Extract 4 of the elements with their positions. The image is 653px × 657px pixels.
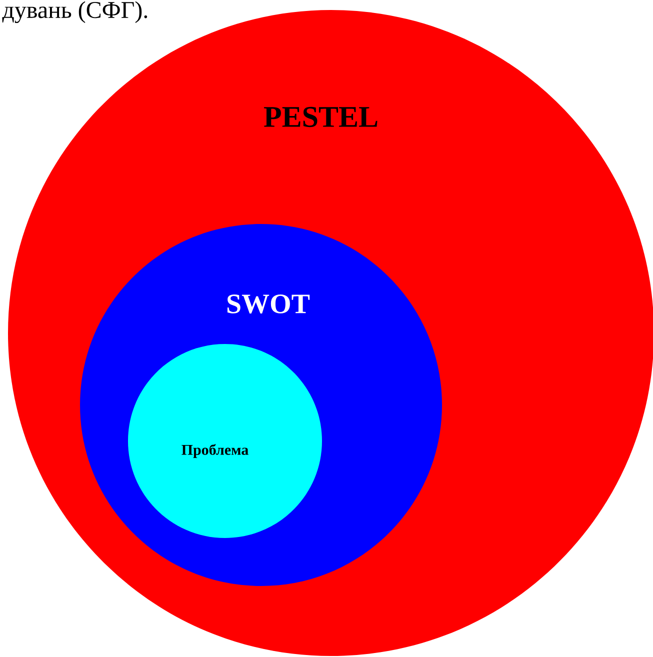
caption-text: дувань (СФГ). [2, 1, 148, 24]
circle-label: SWOT [227, 294, 310, 314]
circle-label: PESTEL [264, 106, 378, 128]
circle-label: Проблема [182, 444, 248, 458]
